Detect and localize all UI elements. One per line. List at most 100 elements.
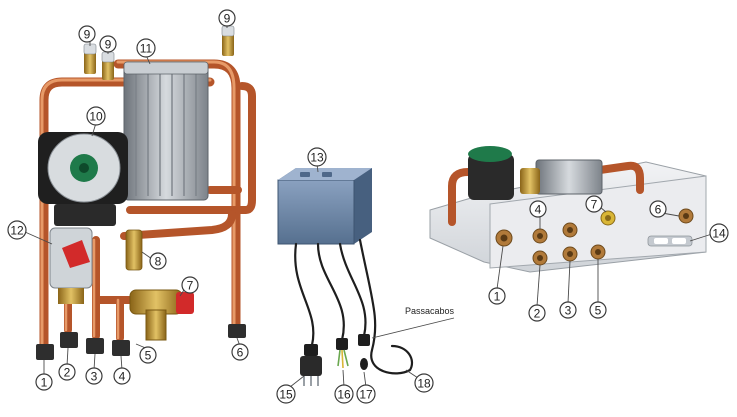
callout-number: 3: [91, 370, 98, 384]
callout-c7a: 7: [181, 276, 199, 294]
callout-c9b: 9: [99, 35, 117, 53]
callout-circle: [136, 38, 156, 58]
passacabos-label: Passacabos: [405, 306, 455, 316]
callout-circle: [585, 195, 603, 213]
callout-number: 5: [145, 349, 152, 363]
hydraulic-assembly: [36, 25, 256, 360]
callout-circle: [99, 35, 117, 53]
callout-circle: [218, 9, 236, 27]
callout-circle: [709, 223, 729, 243]
callout-circle: [78, 25, 96, 43]
plate-heat-exchanger: [123, 61, 209, 201]
callout-number: 7: [187, 279, 194, 293]
circulation-pump: [38, 132, 128, 226]
copper-pipe-inner-right: [126, 82, 256, 214]
callout-c17: 17: [356, 384, 376, 404]
copper-pipe-lower-bridge: [120, 210, 236, 240]
callout-c7b: 7: [585, 195, 603, 213]
callout-number: 11: [140, 42, 153, 56]
top-pump-body: [468, 154, 514, 200]
probe-connector: [358, 334, 370, 370]
callout-c6b: 6: [649, 200, 667, 218]
callout-circle: [559, 301, 577, 319]
callout-number: 10: [89, 110, 103, 124]
copper-pipe-legs: [64, 236, 164, 342]
callout-circle: [589, 301, 607, 319]
leader-lines: [24, 25, 713, 388]
callout-c10: 10: [86, 106, 106, 126]
callout-number: 8: [155, 255, 162, 269]
copper-pipe-legs-highlight: [64, 238, 120, 340]
callout-c3b: 3: [559, 301, 577, 319]
callout-number: 2: [64, 366, 71, 380]
top-pump-head: [468, 146, 512, 162]
callout-number: 15: [279, 388, 293, 402]
callout-number: 12: [10, 224, 24, 238]
junction-box: [277, 168, 372, 245]
brass-inline-fitting: [125, 229, 143, 271]
callout-circle: [86, 106, 106, 126]
callout-c1a: 1: [35, 373, 53, 391]
callout-circle: [181, 276, 199, 294]
callout-number: 4: [535, 203, 542, 217]
callout-circle: [7, 220, 27, 240]
copper-pipe-right-loop-highlight: [116, 60, 236, 332]
power-plug: [300, 344, 322, 386]
callout-c4b: 4: [529, 200, 547, 218]
callout-c3a: 3: [85, 367, 103, 385]
callout-number: 6: [655, 203, 662, 217]
callout-c5a: 5: [139, 346, 157, 364]
callout-number: 9: [105, 38, 112, 52]
callout-circle: [529, 200, 547, 218]
callout-number: 7: [591, 198, 598, 212]
ball-valve: [49, 227, 93, 304]
callout-number: 2: [534, 307, 541, 321]
sensor-connector: [336, 338, 349, 369]
callout-circle: [414, 373, 434, 393]
callout-circle: [528, 304, 546, 322]
copper-pipe-top: [448, 161, 644, 226]
callout-number: 9: [84, 28, 91, 42]
callout-c13: 13: [307, 147, 327, 167]
callout-c2a: 2: [58, 363, 76, 381]
callout-c18: 18: [414, 373, 434, 393]
callout-number: 9: [224, 12, 231, 26]
callout-number: 3: [565, 304, 572, 318]
callout-c8a: 8: [149, 252, 167, 270]
callout-circle: [113, 367, 131, 385]
mounted-unit: [429, 146, 707, 273]
callout-c1b: 1: [488, 287, 506, 305]
bottom-connection-fittings: [36, 324, 246, 360]
callout-number: 4: [119, 370, 126, 384]
callout-circle: [334, 384, 354, 404]
callout-number: 1: [41, 376, 48, 390]
callout-c15: 15: [276, 384, 296, 404]
callout-circle: [307, 147, 327, 167]
callout-c4a: 4: [113, 367, 131, 385]
callout-c12: 12: [7, 220, 27, 240]
callout-c14: 14: [709, 223, 729, 243]
cables: [294, 238, 414, 375]
cable-slot: [647, 235, 693, 247]
callout-number: 14: [712, 227, 726, 241]
callout-c16: 16: [334, 384, 354, 404]
callout-number: 16: [337, 388, 351, 402]
callout-c2b: 2: [528, 304, 546, 322]
callout-circle: [35, 373, 53, 391]
copper-pipe-left-loop: [39, 77, 215, 355]
callout-circle: [649, 200, 667, 218]
callout-circle: [58, 363, 76, 381]
exchanger-plates: [135, 66, 197, 196]
electrical-junction: Passacabos: [277, 168, 455, 386]
callout-number: 5: [595, 304, 602, 318]
callout-c6a: 6: [231, 343, 249, 361]
callout-circle: [276, 384, 296, 404]
callout-c9c: 9: [218, 9, 236, 27]
mixing-valve: [129, 289, 194, 341]
callout-circle: [149, 252, 167, 270]
callout-circle: [139, 346, 157, 364]
callout-c9a: 9: [78, 25, 96, 43]
